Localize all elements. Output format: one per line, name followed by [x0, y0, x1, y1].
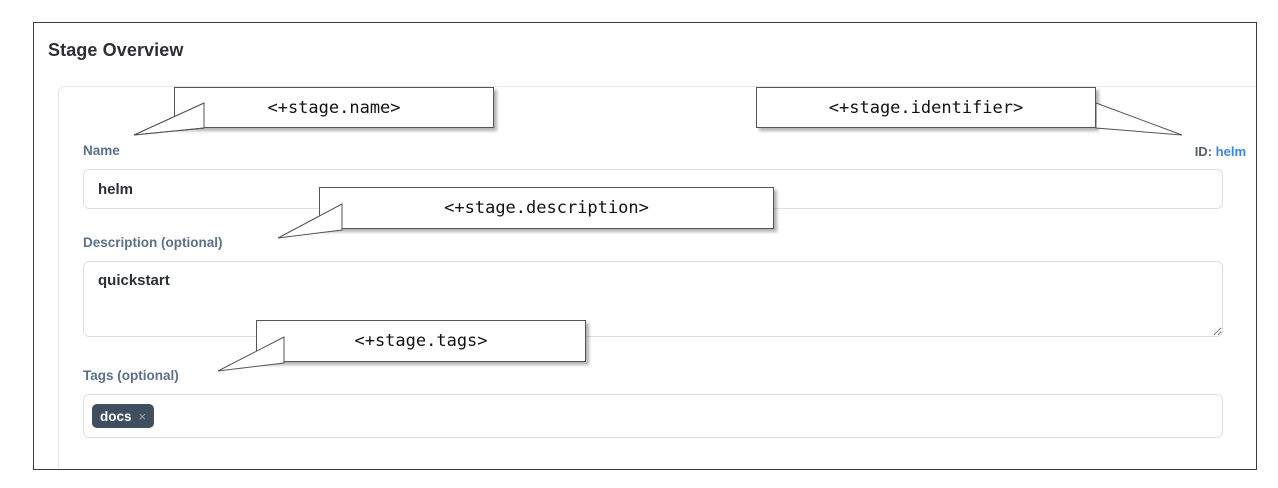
stage-name-callout: <+stage.name> [174, 87, 494, 128]
stage-tags-callout: <+stage.tags> [256, 320, 586, 362]
description-label: Description (optional) [83, 235, 223, 250]
tags-label: Tags (optional) [83, 368, 179, 383]
stage-description-callout-text: <+stage.description> [444, 198, 649, 218]
stage-description-callout: <+stage.description> [319, 187, 774, 229]
stage-name-callout-text: <+stage.name> [267, 97, 401, 118]
stage-overview-card: Name ID: helm Description (optional) Tag… [58, 86, 1256, 469]
stage-identifier-value[interactable]: helm [1215, 144, 1246, 159]
stage-identifier-callout-text: <+stage.identifier> [828, 97, 1024, 118]
tag-chip-docs[interactable]: docs × [92, 404, 155, 428]
screenshot-frame: Stage Overview Name ID: helm Description… [33, 22, 1257, 470]
stage-identifier-prefix: ID: [1194, 144, 1213, 159]
stage-identifier-callout: <+stage.identifier> [756, 87, 1096, 128]
tag-remove-icon[interactable]: × [138, 408, 147, 424]
stage-tags-callout-text: <+stage.tags> [354, 331, 488, 351]
description-textarea[interactable] [83, 261, 1223, 337]
tag-chip-label: docs [100, 408, 132, 424]
stage-identifier-line: ID: helm [1195, 144, 1246, 159]
page-title: Stage Overview [48, 40, 184, 60]
name-label: Name [83, 143, 120, 158]
tags-input[interactable]: docs × [83, 394, 1223, 438]
